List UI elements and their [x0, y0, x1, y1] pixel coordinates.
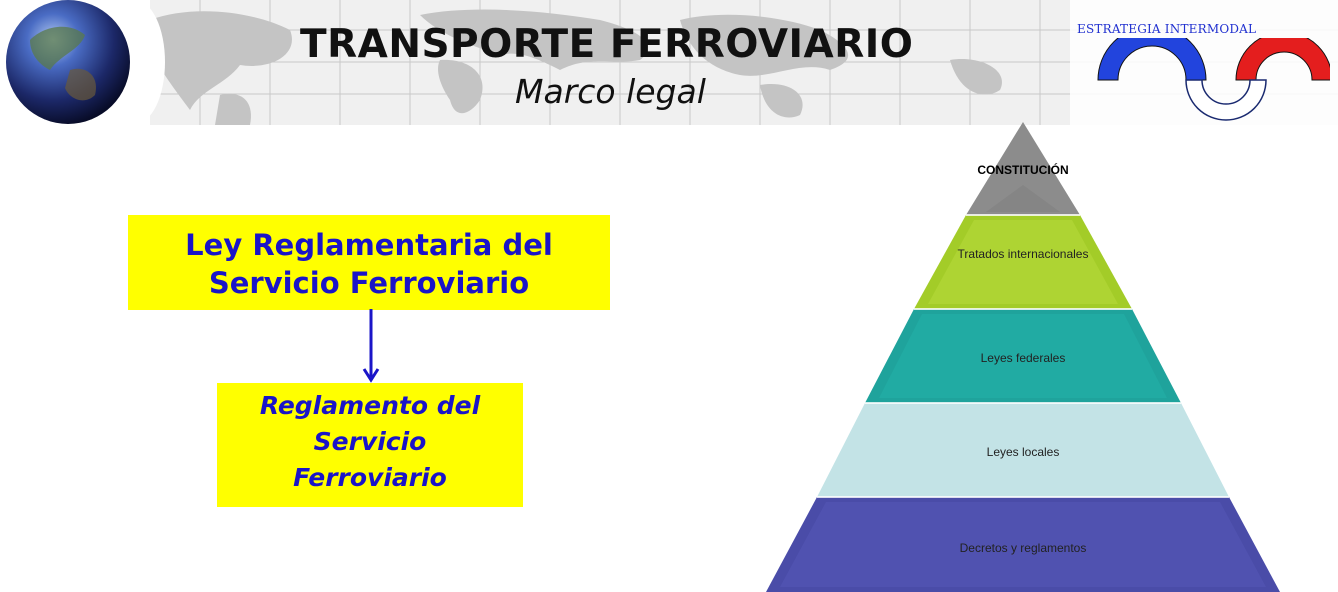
regulation-box: Reglamento del Servicio Ferroviario [217, 383, 523, 507]
logo-text: ESTRATEGIA INTERMODAL [1077, 22, 1257, 36]
pyramid-label-constitucion: CONSTITUCIÓN [977, 163, 1069, 177]
law-box: Ley Reglamentaria del Servicio Ferroviar… [128, 215, 610, 310]
page-title: TRANSPORTE FERROVIARIO [300, 22, 914, 67]
pyramid-label-decretos: Decretos y reglamentos [959, 541, 1087, 555]
pyramid-label-tratados: Tratados internacionales [957, 247, 1089, 261]
page-subtitle: Marco legal [515, 72, 706, 111]
intermodal-logo [1097, 38, 1330, 121]
globe-icon [6, 0, 130, 124]
pyramid-label-locales: Leyes locales [986, 445, 1060, 459]
regulation-box-text: Reglamento del Servicio Ferroviario [259, 391, 481, 492]
law-box-text: Ley Reglamentaria del Servicio Ferroviar… [185, 228, 553, 300]
pyramid-level-locales [817, 403, 1229, 497]
pyramid-level-constitucion [966, 122, 1080, 215]
header-banner: TRANSPORTE FERROVIARIO Marco legal ESTRA… [0, 0, 1338, 125]
down-arrow-icon [362, 309, 380, 383]
pyramid-label-federales: Leyes federales [980, 351, 1066, 365]
